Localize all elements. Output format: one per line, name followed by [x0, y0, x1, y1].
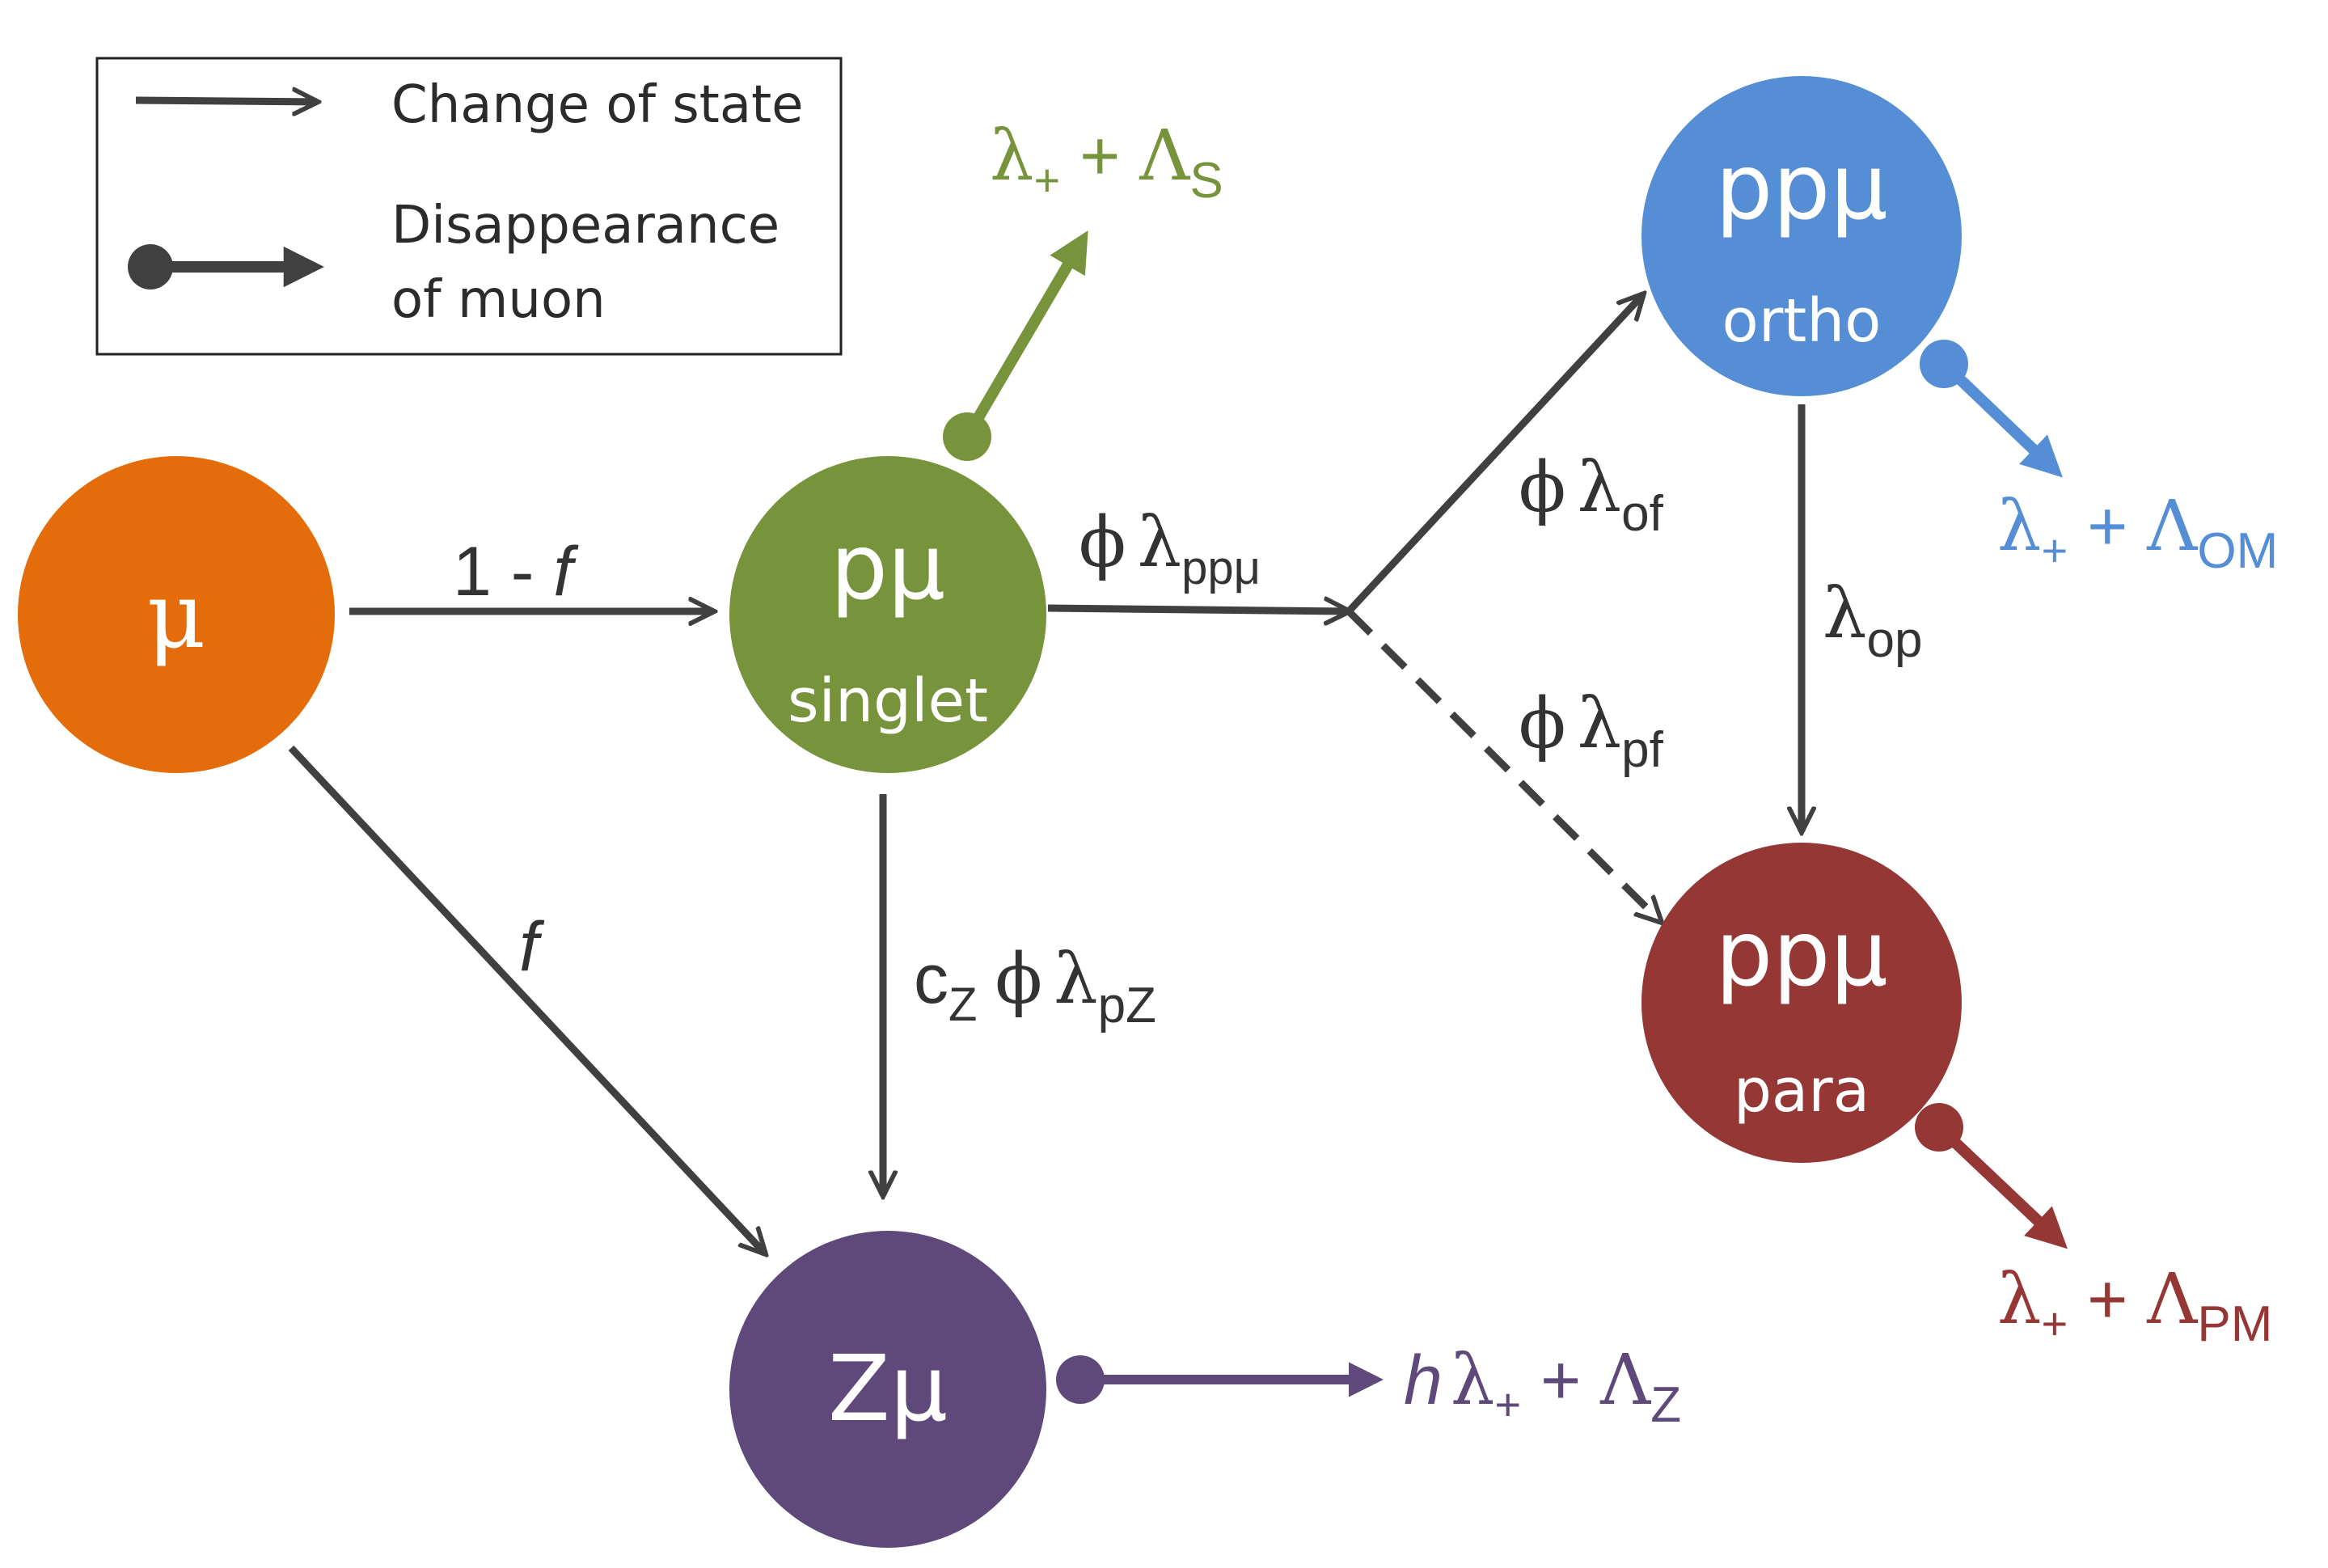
label-pmu-to-zmu-c: c: [914, 940, 949, 1018]
disappear-ortho-lambda: λ: [1997, 486, 2042, 567]
label-pmu-to-ppmu-sub: ppμ: [1181, 542, 1261, 594]
disappear-singlet-lambda-sub: +: [1034, 154, 1061, 205]
disappear-singlet-plus: +: [1060, 117, 1139, 195]
disappear-dot-ortho: [1920, 340, 1968, 388]
label-mu-to-pmu-f: f: [553, 533, 579, 611]
legend: Change of state Disappearance of muon: [95, 57, 843, 356]
legend-change-arrow: [135, 100, 317, 102]
disappear-zmu-Lambda-sub: Z: [1650, 1377, 1681, 1433]
disappear-ortho-Lambda: Λ: [2146, 486, 2198, 567]
node-mu-circle: [18, 456, 335, 773]
disappear-zmu-plus: +: [1521, 1342, 1600, 1419]
disappear-singlet-Lambda-sub: S: [1189, 153, 1223, 209]
disappear-dot-zmu: [1056, 1355, 1105, 1404]
node-mu: μ: [18, 456, 335, 773]
arrow-to-ortho: [1346, 294, 1643, 615]
node-zmu: Zμ: [729, 1231, 1046, 1548]
disappear-ortho-plus: +: [2068, 488, 2147, 565]
arrow-mu-to-zmu: [288, 745, 765, 1253]
label-ortho-to-para-sub: op: [1867, 612, 1923, 668]
node-ortho-label: ppμ: [1715, 135, 1887, 240]
disappear-label-para: λ+ + ΛPM: [1997, 1259, 2272, 1352]
legend-box: [95, 57, 843, 356]
disappear-singlet-Lambda: Λ: [1139, 116, 1190, 197]
label-pmu-to-ppmu-phi: ϕ: [1079, 502, 1126, 583]
disappear-arrow-para: [1935, 1122, 2068, 1249]
label-to-ortho-sub: of: [1621, 486, 1663, 542]
node-zmu-label: Zμ: [828, 1337, 948, 1442]
disappear-label-singlet: λ+ + ΛS: [990, 116, 1223, 209]
node-zmu-circle: [729, 1231, 1046, 1548]
disappear-zmu-lambda-sub: +: [1494, 1379, 1521, 1430]
label-to-ortho-phi: ϕ: [1519, 447, 1566, 528]
label-to-para-lambda: λ: [1578, 683, 1622, 764]
legend-disappear-label-1: Disappearance: [391, 196, 780, 256]
node-pmu-sublabel: singlet: [788, 666, 988, 736]
label-pmu-to-zmu-phi: ϕ: [995, 939, 1042, 1020]
node-ppmu-para: ppμ para: [1641, 843, 1962, 1163]
label-pmu-to-zmu-c-sub: Z: [949, 978, 977, 1031]
arrow-pmu-to-ppmu: [1047, 608, 1349, 611]
label-to-ortho-lambda: λ: [1578, 447, 1622, 528]
disappearance-arrows: [943, 230, 2068, 1404]
node-pmu-singlet: pμ singlet: [729, 456, 1046, 773]
disappear-zmu-lambda: λ: [1451, 1340, 1495, 1421]
disappear-para-plus: +: [2068, 1261, 2147, 1338]
disappear-para-Lambda: Λ: [2146, 1259, 2198, 1340]
label-pmu-to-zmu-lambda: λ: [1054, 939, 1098, 1020]
label-to-para-sub: pf: [1621, 722, 1663, 778]
disappear-zmu-Lambda: Λ: [1599, 1340, 1651, 1421]
label-ortho-to-para-lambda: λ: [1823, 573, 1867, 654]
label-ortho-to-para: λop: [1823, 573, 1922, 668]
label-mu-to-pmu: 1 - f: [453, 533, 579, 611]
node-mu-label: μ: [147, 564, 206, 669]
node-ortho-circle: [1641, 76, 1962, 396]
disappear-singlet-lambda: λ: [990, 116, 1034, 197]
label-pmu-to-zmu-sub: pZ: [1098, 978, 1156, 1033]
arrow-to-para: [1346, 608, 1661, 922]
label-pmu-to-ppmu-lambda: λ: [1138, 502, 1182, 583]
disappear-para-lambda: λ: [1997, 1259, 2042, 1340]
disappear-arrow-singlet: [961, 230, 1088, 440]
node-para-circle: [1641, 843, 1962, 1163]
node-pmu-circle: [729, 456, 1046, 773]
node-pmu-label: pμ: [830, 515, 945, 620]
node-para-sublabel: para: [1734, 1056, 1870, 1126]
disappear-zmu-h: h: [1404, 1342, 1443, 1419]
label-mu-to-zmu: f: [519, 908, 545, 986]
node-para-label: ppμ: [1715, 902, 1887, 1007]
disappear-para-Lambda-sub: PM: [2197, 1296, 2272, 1352]
disappear-arrow-ortho: [1940, 359, 2063, 478]
node-ppmu-ortho: ppμ ortho: [1641, 76, 1962, 396]
disappear-ortho-lambda-sub: +: [2042, 525, 2068, 576]
disappear-label-ortho: λ+ + ΛOM: [1997, 486, 2278, 579]
label-to-para-phi: ϕ: [1519, 683, 1566, 764]
disappear-dot-singlet: [943, 412, 991, 461]
transition-arrows: [288, 294, 1802, 1253]
node-ortho-sublabel: ortho: [1722, 286, 1882, 356]
disappear-ortho-Lambda-sub: OM: [2197, 523, 2278, 579]
legend-disappear-label-2: of muon: [391, 270, 606, 330]
disappear-para-lambda-sub: +: [2042, 1298, 2068, 1349]
disappear-dot-para: [1915, 1103, 1963, 1152]
legend-change-label: Change of state: [391, 75, 804, 135]
label-mu-to-pmu-pre: 1 -: [453, 533, 553, 611]
